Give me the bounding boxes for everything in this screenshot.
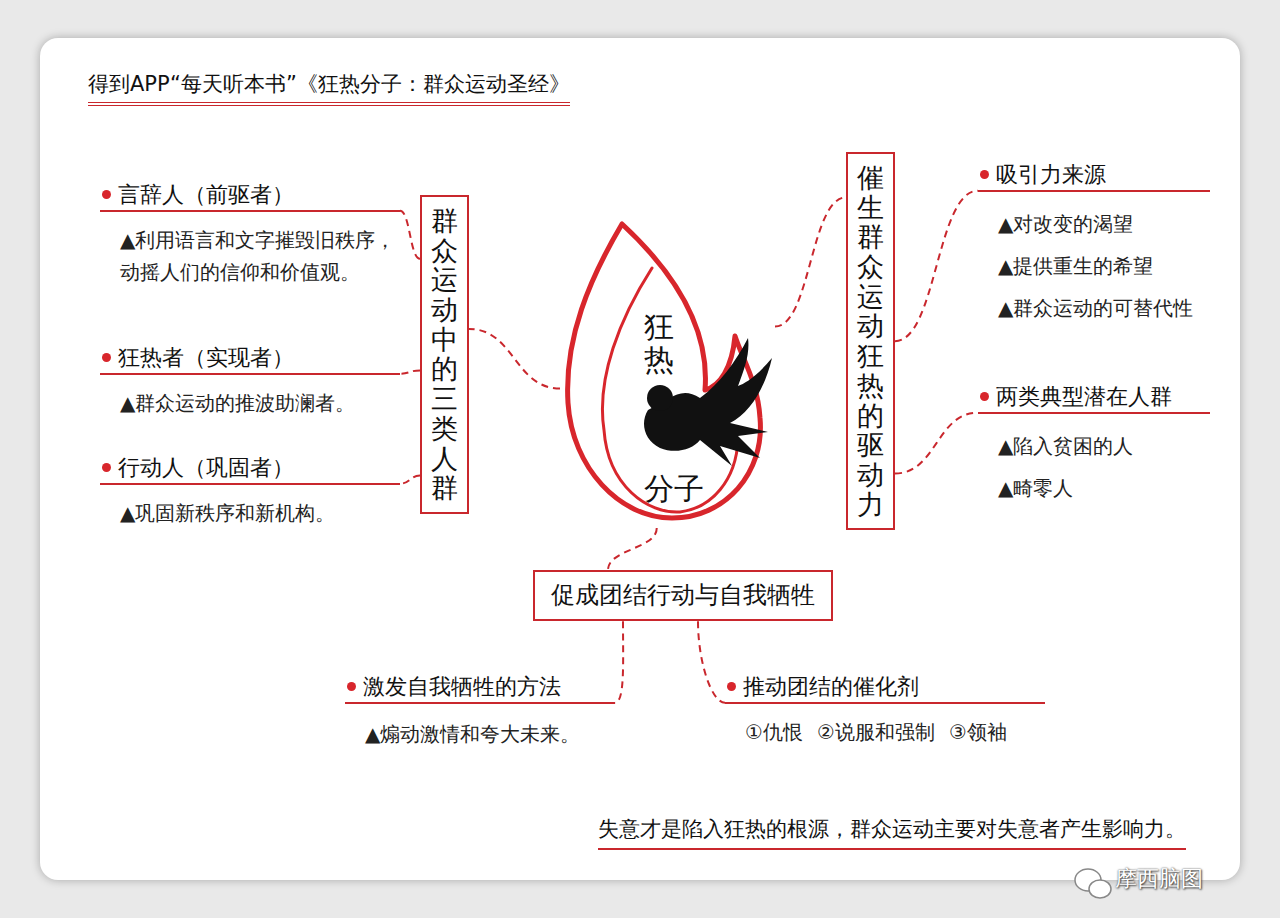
branch-node: 两类典型潜在人群 ▲陷入贫困的人 ▲畸零人 <box>978 382 1210 504</box>
connector-line <box>400 370 420 373</box>
branch-node: 推动团结的催化剂 ①仇恨 ②说服和强制 ③领袖 <box>725 672 1045 748</box>
branch-heading: 激发自我牺牲的方法 <box>345 672 615 704</box>
branch-item: ▲对改变的渴望 <box>978 208 1210 240</box>
dashed-connector <box>400 370 420 373</box>
connector-line <box>615 621 623 703</box>
connector-line <box>698 621 725 703</box>
diagram-title: 得到APP“每天听本书”《狂热分子：群众运动圣经》 <box>88 70 570 106</box>
dashed-connector <box>698 621 725 703</box>
branch-item: ▲群众运动的可替代性 <box>978 292 1210 324</box>
dashed-connector <box>895 413 978 474</box>
branch-item: ▲巩固新秩序和新机构。 <box>100 497 400 529</box>
flame-node: 狂热分子 <box>560 218 775 528</box>
branch-item: ①仇恨 <box>745 716 803 748</box>
branch-item: ▲陷入贫困的人 <box>978 430 1210 462</box>
box-label: 促成团结行动与自我牺牲 <box>551 580 815 611</box>
connector-line <box>895 191 978 341</box>
dashed-connector <box>469 329 560 389</box>
branch-item: ②说服和强制 <box>817 716 935 748</box>
branch-heading: 狂热者（实现者） <box>100 343 400 375</box>
dashed-connector <box>895 191 978 341</box>
dashed-connector <box>400 476 420 484</box>
connector-line <box>608 528 657 570</box>
branch-item: ▲煽动激情和夸大未来。 <box>345 718 615 750</box>
vertical-box: 群众运动中的三类人群 <box>420 195 469 514</box>
branch-heading: 推动团结的催化剂 <box>725 672 1045 704</box>
bird-head <box>647 385 673 411</box>
vertical-box: 催生群众运动狂热的驱动力 <box>846 152 895 530</box>
branch-item: ③领袖 <box>949 716 1007 748</box>
branch-node: 激发自我牺牲的方法 ▲煽动激情和夸大未来。 <box>345 672 615 750</box>
center-box: 促成团结行动与自我牺牲 <box>533 570 833 621</box>
box-label: 群众运动中的三类人群 <box>431 206 458 503</box>
branch-item-row: ①仇恨 ②说服和强制 ③领袖 <box>725 716 1045 748</box>
connector-line <box>895 413 978 474</box>
connector-line <box>469 329 560 389</box>
branch-node: 狂热者（实现者） ▲群众运动的推波助澜者。 <box>100 343 400 419</box>
chat-bubble <box>1089 880 1111 898</box>
branch-heading: 言辞人（前驱者） <box>100 180 400 212</box>
branch-heading: 行动人（巩固者） <box>100 453 400 485</box>
branch-heading: 吸引力来源 <box>978 160 1210 192</box>
connector-line <box>400 476 420 484</box>
box-label: 催生群众运动狂热的驱动力 <box>857 163 884 519</box>
branch-item: ▲提供重生的希望 <box>978 250 1210 282</box>
branch-item: ▲利用语言和文字摧毁旧秩序，动摇人们的信仰和价值观。 <box>100 224 400 288</box>
connector-line <box>400 211 420 259</box>
wechat-icon <box>1075 869 1111 898</box>
flame-text: 分子 <box>644 472 704 505</box>
dashed-connector <box>775 197 846 326</box>
flame-text: 狂热 <box>644 310 674 376</box>
dashed-connector <box>615 621 623 703</box>
branch-item: ▲畸零人 <box>978 472 1210 504</box>
dashed-connector <box>608 528 657 570</box>
branch-node: 行动人（巩固者） ▲巩固新秩序和新机构。 <box>100 453 400 529</box>
watermark: 摩西脑图 <box>1115 866 1203 892</box>
footer-note: 失意才是陷入狂热的根源，群众运动主要对失意者产生影响力。 <box>598 815 1186 850</box>
dashed-connector <box>400 211 420 259</box>
branch-node: 言辞人（前驱者） ▲利用语言和文字摧毁旧秩序，动摇人们的信仰和价值观。 <box>100 180 400 288</box>
branch-item: ▲群众运动的推波助澜者。 <box>100 387 400 419</box>
branch-heading: 两类典型潜在人群 <box>978 382 1210 414</box>
connector-line <box>775 197 846 326</box>
branch-node: 吸引力来源 ▲对改变的渴望 ▲提供重生的希望 ▲群众运动的可替代性 <box>978 160 1210 324</box>
